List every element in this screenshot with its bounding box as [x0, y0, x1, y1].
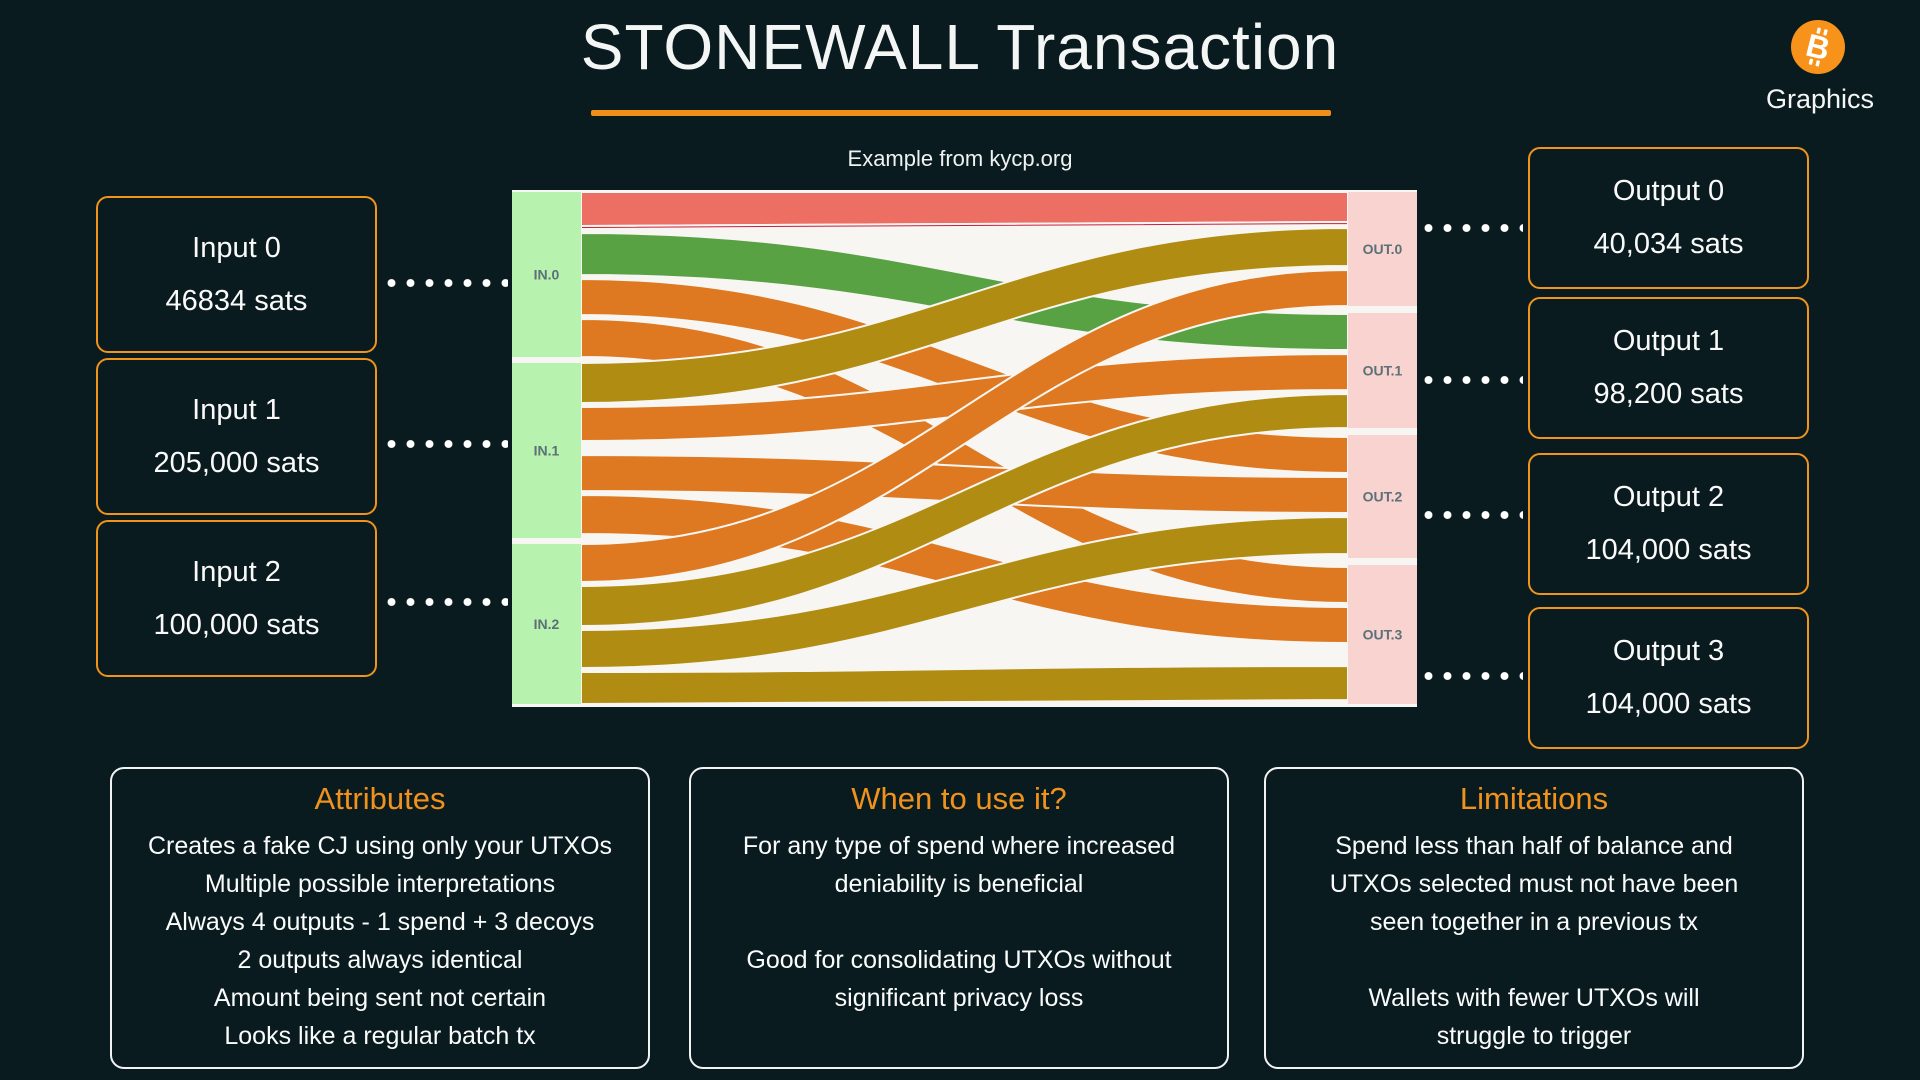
- input-label: Input 1: [192, 393, 281, 426]
- output-label: Output 1: [1612, 325, 1725, 357]
- info-box-limitations: Limitations Spend less than half of bala…: [1264, 767, 1804, 1069]
- info-line: Amount being sent not certain: [213, 984, 547, 1012]
- node-label-OUT.0: OUT.0: [1363, 241, 1403, 257]
- node-OUT.3: [1348, 565, 1417, 704]
- node-label-OUT.1: OUT.1: [1363, 363, 1403, 379]
- output-box-3: Output 3 104,000 sats: [1528, 607, 1809, 749]
- info-box-title: When to use it?: [851, 781, 1067, 816]
- info-line: struggle to trigger: [1436, 1022, 1632, 1050]
- dotted-connector: [1419, 374, 1523, 386]
- info-line: Spend less than half of balance and: [1335, 832, 1733, 860]
- node-label-IN.2: IN.2: [534, 616, 560, 632]
- info-line: Creates a fake CJ using only your UTXOs: [147, 832, 613, 860]
- info-box-attributes: Attributes Creates a fake CJ using only …: [110, 767, 650, 1069]
- input-label: Input 0: [192, 231, 281, 264]
- info-line: significant privacy loss: [834, 984, 1084, 1012]
- info-line: UTXOs selected must not have been: [1329, 870, 1739, 898]
- info-line: seen together in a previous tx: [1370, 908, 1698, 936]
- dotted-connector: [1419, 509, 1523, 521]
- node-OUT.1: [1348, 313, 1417, 428]
- flow-IN.2-to-OUT.1: [580, 393, 1349, 627]
- node-OUT.0: [1348, 192, 1417, 306]
- info-line: Good for consolidating UTXOs without: [746, 946, 1172, 974]
- node-label-OUT.3: OUT.3: [1363, 627, 1403, 643]
- dotted-connector: [1419, 222, 1523, 234]
- output-box-0: Output 0 40,034 sats: [1528, 147, 1809, 289]
- dotted-connector: [382, 277, 508, 289]
- info-line: 2 outputs always identical: [237, 946, 523, 974]
- output-amount: 98,200 sats: [1593, 378, 1744, 410]
- bitcoin-icon: B: [1791, 20, 1845, 74]
- node-label-IN.0: IN.0: [534, 267, 560, 283]
- node-IN.0: [512, 192, 581, 357]
- dotted-connector: [382, 438, 508, 450]
- output-box-2: Output 2 104,000 sats: [1528, 453, 1809, 595]
- output-label: Output 2: [1612, 481, 1725, 513]
- info-line: Always 4 outputs - 1 spend + 3 decoys: [165, 908, 595, 936]
- node-IN.1: [512, 363, 581, 538]
- info-box-title: Limitations: [1459, 781, 1609, 816]
- info-line: Multiple possible interpretations: [204, 870, 556, 898]
- node-IN.2: [512, 544, 581, 704]
- input-box-0: Input 0 46834 sats: [96, 196, 377, 353]
- node-label-IN.1: IN.1: [534, 443, 560, 459]
- node-OUT.2: [1348, 435, 1417, 558]
- dotted-connector: [382, 596, 508, 608]
- info-line: Looks like a regular batch tx: [224, 1022, 536, 1050]
- output-box-1: Output 1 98,200 sats: [1528, 297, 1809, 439]
- flow-IN.2-to-OUT.3: [580, 665, 1349, 705]
- output-label: Output 3: [1612, 635, 1725, 667]
- info-line: Wallets with fewer UTXOs will: [1368, 984, 1700, 1012]
- info-box-when-to-use: When to use it? For any type of spend wh…: [689, 767, 1229, 1069]
- input-amount: 46834 sats: [165, 284, 308, 317]
- input-amount: 205,000 sats: [153, 446, 320, 479]
- info-line: deniability is beneficial: [834, 870, 1084, 898]
- output-amount: 104,000 sats: [1585, 688, 1752, 720]
- input-box-2: Input 2 100,000 sats: [96, 520, 377, 677]
- input-amount: 100,000 sats: [153, 608, 320, 641]
- subtitle: Example from kycp.org: [847, 146, 1073, 171]
- flow-IN.0-to-OUT.0: [580, 191, 1349, 227]
- page-title: STONEWALL Transaction: [580, 11, 1340, 83]
- output-amount: 40,034 sats: [1593, 228, 1744, 260]
- info-line: [1272, 941, 1796, 979]
- info-box-title: Attributes: [314, 781, 446, 816]
- info-line: For any type of spend where increased: [742, 832, 1176, 860]
- output-amount: 104,000 sats: [1585, 534, 1752, 566]
- node-label-OUT.2: OUT.2: [1363, 489, 1403, 505]
- dotted-connector: [1419, 670, 1523, 682]
- title-underline: [591, 110, 1331, 116]
- brand-label: Graphics: [1765, 84, 1875, 114]
- input-box-1: Input 1 205,000 sats: [96, 358, 377, 515]
- info-line: [697, 903, 1221, 941]
- input-label: Input 2: [192, 555, 281, 588]
- output-label: Output 0: [1612, 175, 1725, 207]
